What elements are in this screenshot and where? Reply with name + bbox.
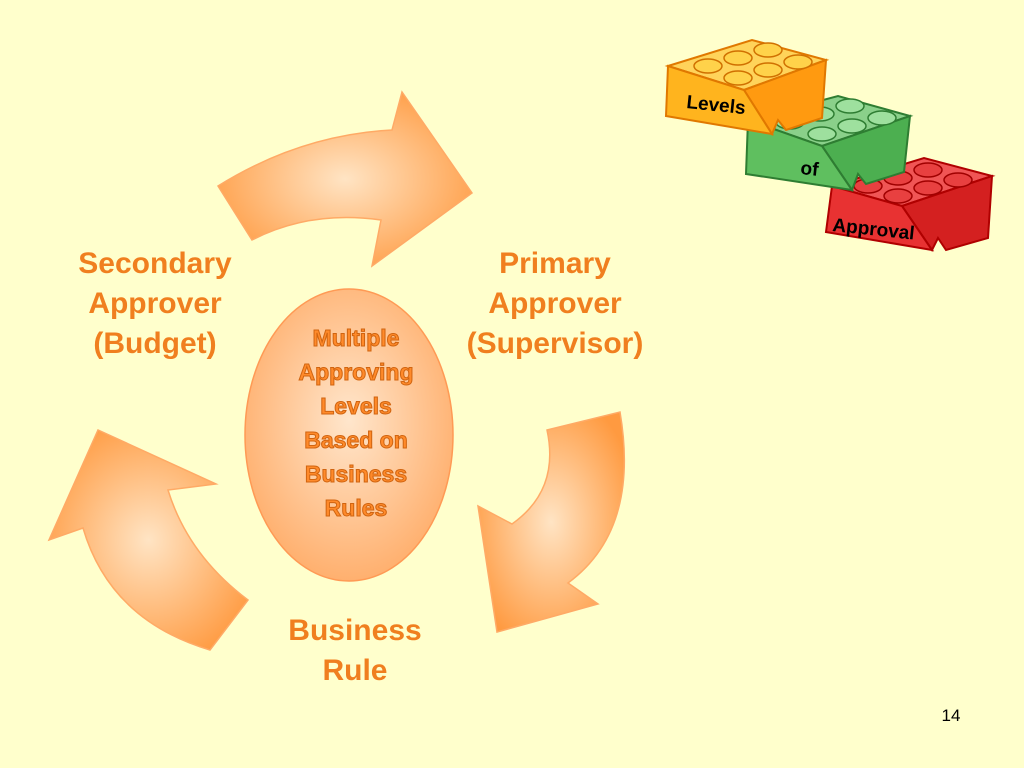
center-line-3: Levels <box>320 393 393 420</box>
secondary-approver-label: Secondary Approver (Budget) <box>40 244 270 364</box>
page-number: 14 <box>941 706 961 725</box>
primary-line-2: Approver <box>488 287 622 320</box>
secondary-line-3: (Budget) <box>93 327 217 360</box>
approval-block: Approval <box>824 156 996 252</box>
primary-approver-label: Primary Approver (Supervisor) <box>440 244 670 364</box>
center-line-1: Multiple <box>312 325 400 352</box>
primary-line-1: Primary <box>499 247 611 280</box>
arrow-top <box>216 90 474 268</box>
center-line-6: Rules <box>324 495 388 522</box>
business-rule-label: Business Rule <box>240 611 470 691</box>
of-block-label: of <box>799 158 820 181</box>
levels-block: Levels <box>664 38 830 137</box>
arrow-right <box>477 411 626 633</box>
arrow-left <box>47 429 250 651</box>
of-block: of <box>744 94 914 193</box>
business-line-2: Rule <box>322 654 388 687</box>
center-ellipse <box>244 288 454 582</box>
center-ellipse-text: Multiple Approving Levels Based on Busin… <box>256 321 456 525</box>
center-line-4: Based on <box>304 427 409 454</box>
secondary-line-2: Approver <box>88 287 222 320</box>
secondary-line-1: Secondary <box>78 247 232 280</box>
business-line-1: Business <box>288 614 422 647</box>
primary-line-3: (Supervisor) <box>466 327 644 360</box>
center-line-5: Business <box>304 461 408 488</box>
center-line-2: Approving <box>298 359 414 386</box>
